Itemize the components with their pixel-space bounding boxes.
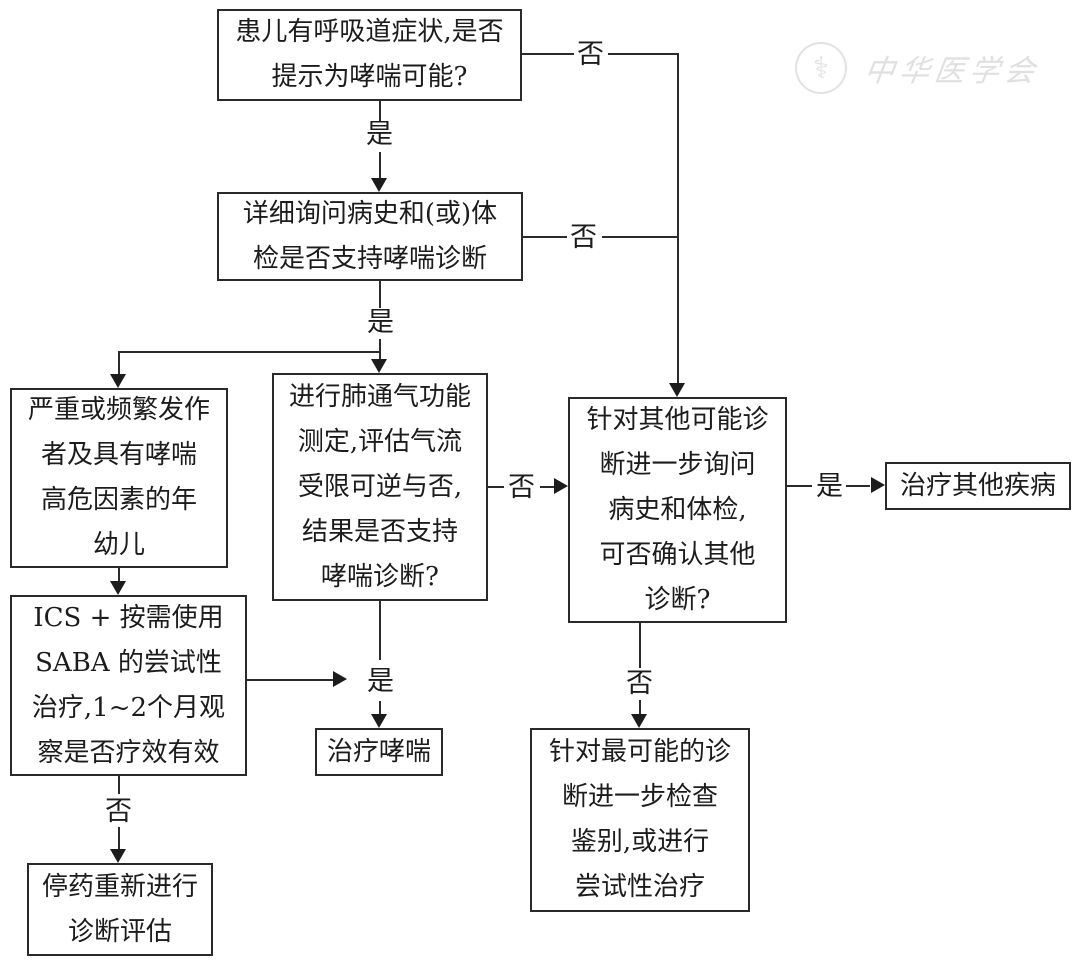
node-other-diagnosis-line: 病史和体检,	[608, 494, 747, 525]
node-lung-function-line: 进行肺通气功能	[288, 381, 471, 412]
node-lung-function-line: 测定,评估气流	[297, 426, 463, 457]
node-lung-function-line: 结果是否支持	[301, 516, 458, 547]
arrow-down-icon	[110, 581, 126, 595]
connector-line	[522, 53, 574, 55]
node-stop-reassess-line: 停药重新进行	[41, 871, 198, 902]
connector-line	[787, 485, 812, 487]
node-lung-function-line: 哮喘诊断?	[321, 561, 439, 592]
node-ics-saba-trial: ICS + 按需使用 SABA 的尝试性 治疗,1~2个月观 察是否疗效有效	[10, 595, 247, 776]
node-stop-reassess-line: 诊断评估	[67, 916, 172, 947]
node-severe-frequent: 严重或频繁发作 者及具有哮喘 高危因素的年 幼儿	[10, 388, 228, 568]
node-treat-asthma-line: 治疗哮喘	[326, 737, 431, 767]
connector-line	[523, 236, 567, 238]
node-history-exam-line: 检是否支持哮喘诊断	[252, 243, 487, 274]
node-ics-saba-trial-line: ICS + 按需使用	[33, 602, 224, 633]
connector-line	[639, 622, 641, 668]
node-treat-other-disease-line: 治疗其他疾病	[899, 471, 1056, 501]
arrow-down-icon	[371, 359, 387, 373]
connector-line	[118, 775, 120, 794]
connector-line	[677, 53, 679, 383]
node-severe-frequent-line: 高危因素的年	[40, 485, 197, 515]
connector-line	[379, 351, 381, 360]
node-symptoms: 患儿有呼吸道症状,是否 提示为哮喘可能?	[217, 9, 522, 101]
arrow-down-icon	[110, 374, 126, 388]
node-likely-diagnosis-line: 尝试性治疗	[574, 872, 705, 902]
connector-line	[379, 152, 381, 178]
node-lung-function-line: 受限可逆与否,	[297, 471, 463, 502]
node-treat-other-disease: 治疗其他疾病	[885, 462, 1071, 510]
node-likely-diagnosis-line: 针对最可能的诊	[548, 737, 731, 767]
node-severe-frequent-line: 者及具有哮喘	[40, 440, 197, 470]
edge-label-yes: 是	[366, 119, 393, 150]
edge-label-yes: 是	[367, 666, 394, 697]
edge-label-no: 否	[626, 668, 653, 699]
node-ics-saba-trial-line: 治疗,1~2个月观	[31, 692, 226, 723]
node-ics-saba-trial-line: 察是否疗效有效	[37, 737, 220, 768]
edge-label-no: 否	[570, 222, 597, 253]
cma-watermark: ⚕ 中华医学会	[795, 42, 1042, 94]
connector-line	[379, 101, 381, 122]
node-ics-saba-trial-line: SABA 的尝试性	[35, 647, 222, 678]
edge-label-no: 否	[577, 39, 604, 70]
node-other-diagnosis: 针对其他可能诊 断进一步询问 病史和体检, 可否确认其他 诊断?	[568, 397, 787, 623]
connector-line	[118, 827, 120, 849]
arrow-right-icon	[554, 478, 568, 494]
connector-line	[118, 351, 381, 353]
node-severe-frequent-line: 严重或频繁发作	[27, 395, 210, 425]
connector-line	[488, 486, 504, 488]
node-other-diagnosis-line: 可否确认其他	[599, 539, 756, 570]
node-history-exam-line: 详细询问病史和(或)体	[242, 198, 498, 229]
cma-watermark-text: 中华医学会	[862, 54, 1042, 89]
edge-label-no: 否	[105, 796, 132, 827]
caduceus-seal-icon: ⚕	[795, 42, 847, 94]
arrow-down-icon	[371, 178, 387, 192]
node-severe-frequent-line: 幼儿	[92, 530, 145, 560]
node-stop-reassess: 停药重新进行 诊断评估	[27, 863, 213, 956]
node-symptoms-line: 提示为哮喘可能?	[271, 62, 468, 92]
connector-line	[379, 701, 381, 714]
connector-line	[379, 600, 381, 660]
node-history-exam: 详细询问病史和(或)体 检是否支持哮喘诊断	[217, 192, 523, 281]
arrow-right-icon	[871, 477, 885, 493]
connector-line	[540, 486, 554, 488]
connector-line	[608, 53, 678, 55]
node-lung-function: 进行肺通气功能 测定,评估气流 受限可逆与否, 结果是否支持 哮喘诊断?	[272, 373, 488, 601]
arrow-down-icon	[631, 714, 647, 728]
connector-line	[247, 679, 333, 681]
arrow-down-icon	[669, 383, 685, 397]
connector-line	[379, 281, 381, 308]
node-likely-diagnosis: 针对最可能的诊 断进一步检查 鉴别,或进行 尝试性治疗	[530, 728, 750, 912]
edge-label-no: 否	[508, 472, 535, 503]
connector-line	[118, 351, 120, 374]
connector-line	[846, 485, 870, 487]
connector-line	[379, 339, 381, 352]
arrow-down-icon	[110, 849, 126, 863]
connector-line	[639, 700, 641, 714]
edge-label-yes: 是	[816, 471, 843, 502]
arrow-down-icon	[371, 714, 387, 728]
node-likely-diagnosis-line: 鉴别,或进行	[570, 827, 710, 857]
node-other-diagnosis-line: 断进一步询问	[599, 449, 756, 480]
node-symptoms-line: 患儿有呼吸道症状,是否	[235, 17, 504, 47]
connector-line	[118, 568, 120, 581]
node-treat-asthma: 治疗哮喘	[315, 728, 443, 776]
node-other-diagnosis-line: 针对其他可能诊	[586, 404, 769, 435]
edge-label-yes: 是	[367, 307, 394, 338]
node-likely-diagnosis-line: 断进一步检查	[561, 782, 718, 812]
connector-line	[602, 236, 678, 238]
arrow-right-icon	[333, 671, 347, 687]
node-other-diagnosis-line: 诊断?	[644, 584, 711, 615]
